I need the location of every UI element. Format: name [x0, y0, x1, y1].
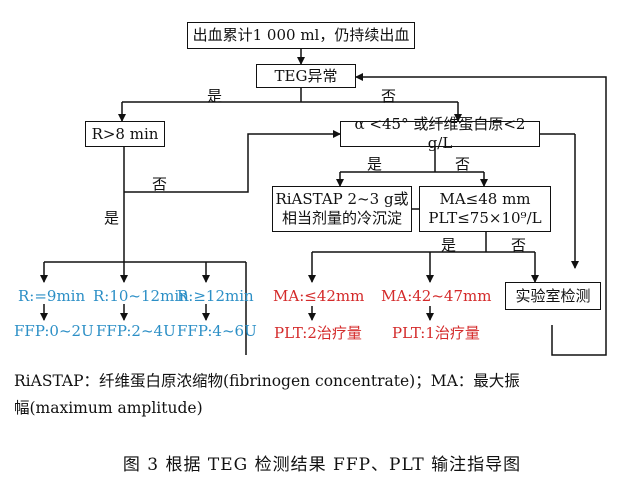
- yes-ma-label: 是: [441, 236, 457, 254]
- figure-caption: 图 3 根据 TEG 检测结果 FFP、PLT 输注指导图: [122, 455, 522, 475]
- no-top-label: 否: [381, 87, 397, 105]
- r-value-1: R:=9min: [18, 287, 86, 305]
- yes-alpha-label: 是: [367, 155, 383, 173]
- r-value-3: R:≥12min: [177, 287, 254, 305]
- line-r-no: [124, 130, 341, 193]
- teg-box: TEG异常: [256, 64, 356, 88]
- line-lab-loop: [355, 73, 607, 356]
- footnote-line1: RiASTAP：纤维蛋白原浓缩物(fibrinogen concentrate)…: [14, 372, 520, 390]
- ma-line1: MA≤48 mm: [439, 190, 531, 208]
- alpha-box: α <45° 或纤维蛋白原<2 g/L: [340, 115, 540, 152]
- no-alpha-label: 否: [455, 155, 471, 173]
- start-text: 出血累计1 000 ml，仍持续出血: [192, 26, 410, 44]
- riastap-line1: RiASTAP 2~3 g或: [275, 190, 409, 208]
- alpha-box-text: α <45° 或纤维蛋白原<2 g/L: [354, 115, 526, 152]
- no-r-label: 否: [152, 175, 168, 193]
- ma-value-1: MA:≤42mm: [273, 287, 365, 305]
- yes-left-label: 是: [207, 87, 223, 105]
- r-value-2: R:10~12min: [93, 287, 189, 305]
- ffp-value-2: FFP:2~4U: [96, 322, 176, 340]
- ma-box: MA≤48 mm PLT≤75×10⁹/L: [419, 186, 551, 232]
- lab-text: 实验室检测: [515, 286, 591, 305]
- riastap-box: RiASTAP 2~3 g或 相当剂量的冷沉淀: [272, 186, 412, 232]
- start-box: 出血累计1 000 ml，仍持续出血: [187, 22, 415, 49]
- r-box: R>8 min: [85, 121, 165, 147]
- r-box-text: R>8 min: [91, 124, 159, 143]
- ma-line2: PLT≤75×10⁹/L: [428, 209, 542, 227]
- yes-r-label: 是: [104, 209, 120, 227]
- plt-value-2: PLT:1治疗量: [392, 324, 480, 342]
- lab-box: 实验室检测: [505, 282, 601, 310]
- teg-text: TEG异常: [274, 66, 338, 85]
- plt-value-1: PLT:2治疗量: [274, 324, 362, 342]
- ffp-value-1: FFP:0~2U: [14, 322, 94, 340]
- footnote-line2: 幅(maximum amplitude): [14, 399, 203, 417]
- no-ma-label: 否: [511, 236, 527, 254]
- riastap-line2: 相当剂量的冷沉淀: [281, 209, 402, 227]
- footnote: RiASTAP：纤维蛋白原浓缩物(fibrinogen concentrate)…: [14, 368, 520, 422]
- ffp-value-3: FFP:4~6U: [177, 322, 257, 340]
- ma-value-2: MA:42~47mm: [381, 287, 492, 305]
